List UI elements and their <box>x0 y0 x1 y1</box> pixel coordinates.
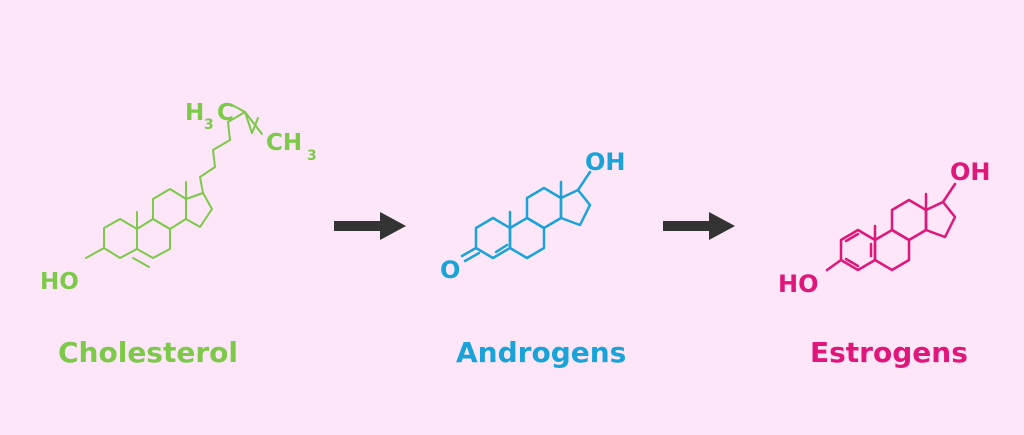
cholesterol-oh-bond <box>85 247 105 259</box>
androgens-ketone-bond-1 <box>460 246 478 258</box>
cholesterol-side-chain <box>199 111 259 194</box>
androgens-ketone-label: O <box>440 256 460 284</box>
methyl-left-main: H <box>185 100 204 126</box>
methyl-left-sub: 3 <box>204 117 214 133</box>
androgens-double-bond <box>494 243 509 254</box>
androgens-hydroxyl-label: OH <box>585 148 626 176</box>
cholesterol-hydroxyl-label: HO <box>40 269 79 295</box>
right-arrow-2 <box>663 212 735 240</box>
methyl-left-tail: C <box>217 100 234 126</box>
estrogens-hydroxyl-top-label: OH <box>950 158 991 186</box>
androgens-ring-a <box>474 216 512 260</box>
methyl-right-main: CH <box>266 130 302 156</box>
estrogens-hydroxyl-left-label: HO <box>778 270 819 298</box>
androgens-ring-d <box>559 188 592 227</box>
estrogens-oh-left-bond <box>825 258 843 272</box>
estrogens-aromatic-bond-3 <box>844 257 860 268</box>
cholesterol-ring-c <box>152 188 187 230</box>
cholesterol-structure <box>85 104 263 268</box>
androgens-ring-c <box>525 186 563 230</box>
androgens-oh-bond <box>576 170 592 192</box>
right-arrow-1 <box>334 212 406 240</box>
cholesterol-caption: Cholesterol <box>58 336 238 369</box>
estrogens-structure <box>825 182 957 272</box>
estrogens-oh-top-bond <box>941 182 957 204</box>
estrogens-ring-d <box>924 200 957 239</box>
androgens-ketone-bond-2 <box>463 251 481 263</box>
cholesterol-side-branch-2 <box>244 111 263 135</box>
androgens-structure <box>460 170 592 263</box>
cholesterol-ring-a <box>103 218 138 259</box>
androgens-caption: Androgens <box>456 336 626 369</box>
estrogens-ring-c <box>890 198 928 242</box>
cholesterol-methyl-left-label: H 3 C <box>185 100 234 133</box>
cholesterol-methyl-right-label: CH 3 <box>266 130 317 164</box>
cholesterol-side-branch <box>231 104 246 113</box>
methyl-right-sub: 3 <box>307 148 317 164</box>
estrogens-aromatic-bond-1 <box>844 232 860 243</box>
cholesterol-double-bond <box>132 257 150 268</box>
cholesterol-ring-b <box>136 218 171 259</box>
estrogens-caption: Estrogens <box>810 336 968 369</box>
cholesterol-ring-d <box>185 192 213 228</box>
